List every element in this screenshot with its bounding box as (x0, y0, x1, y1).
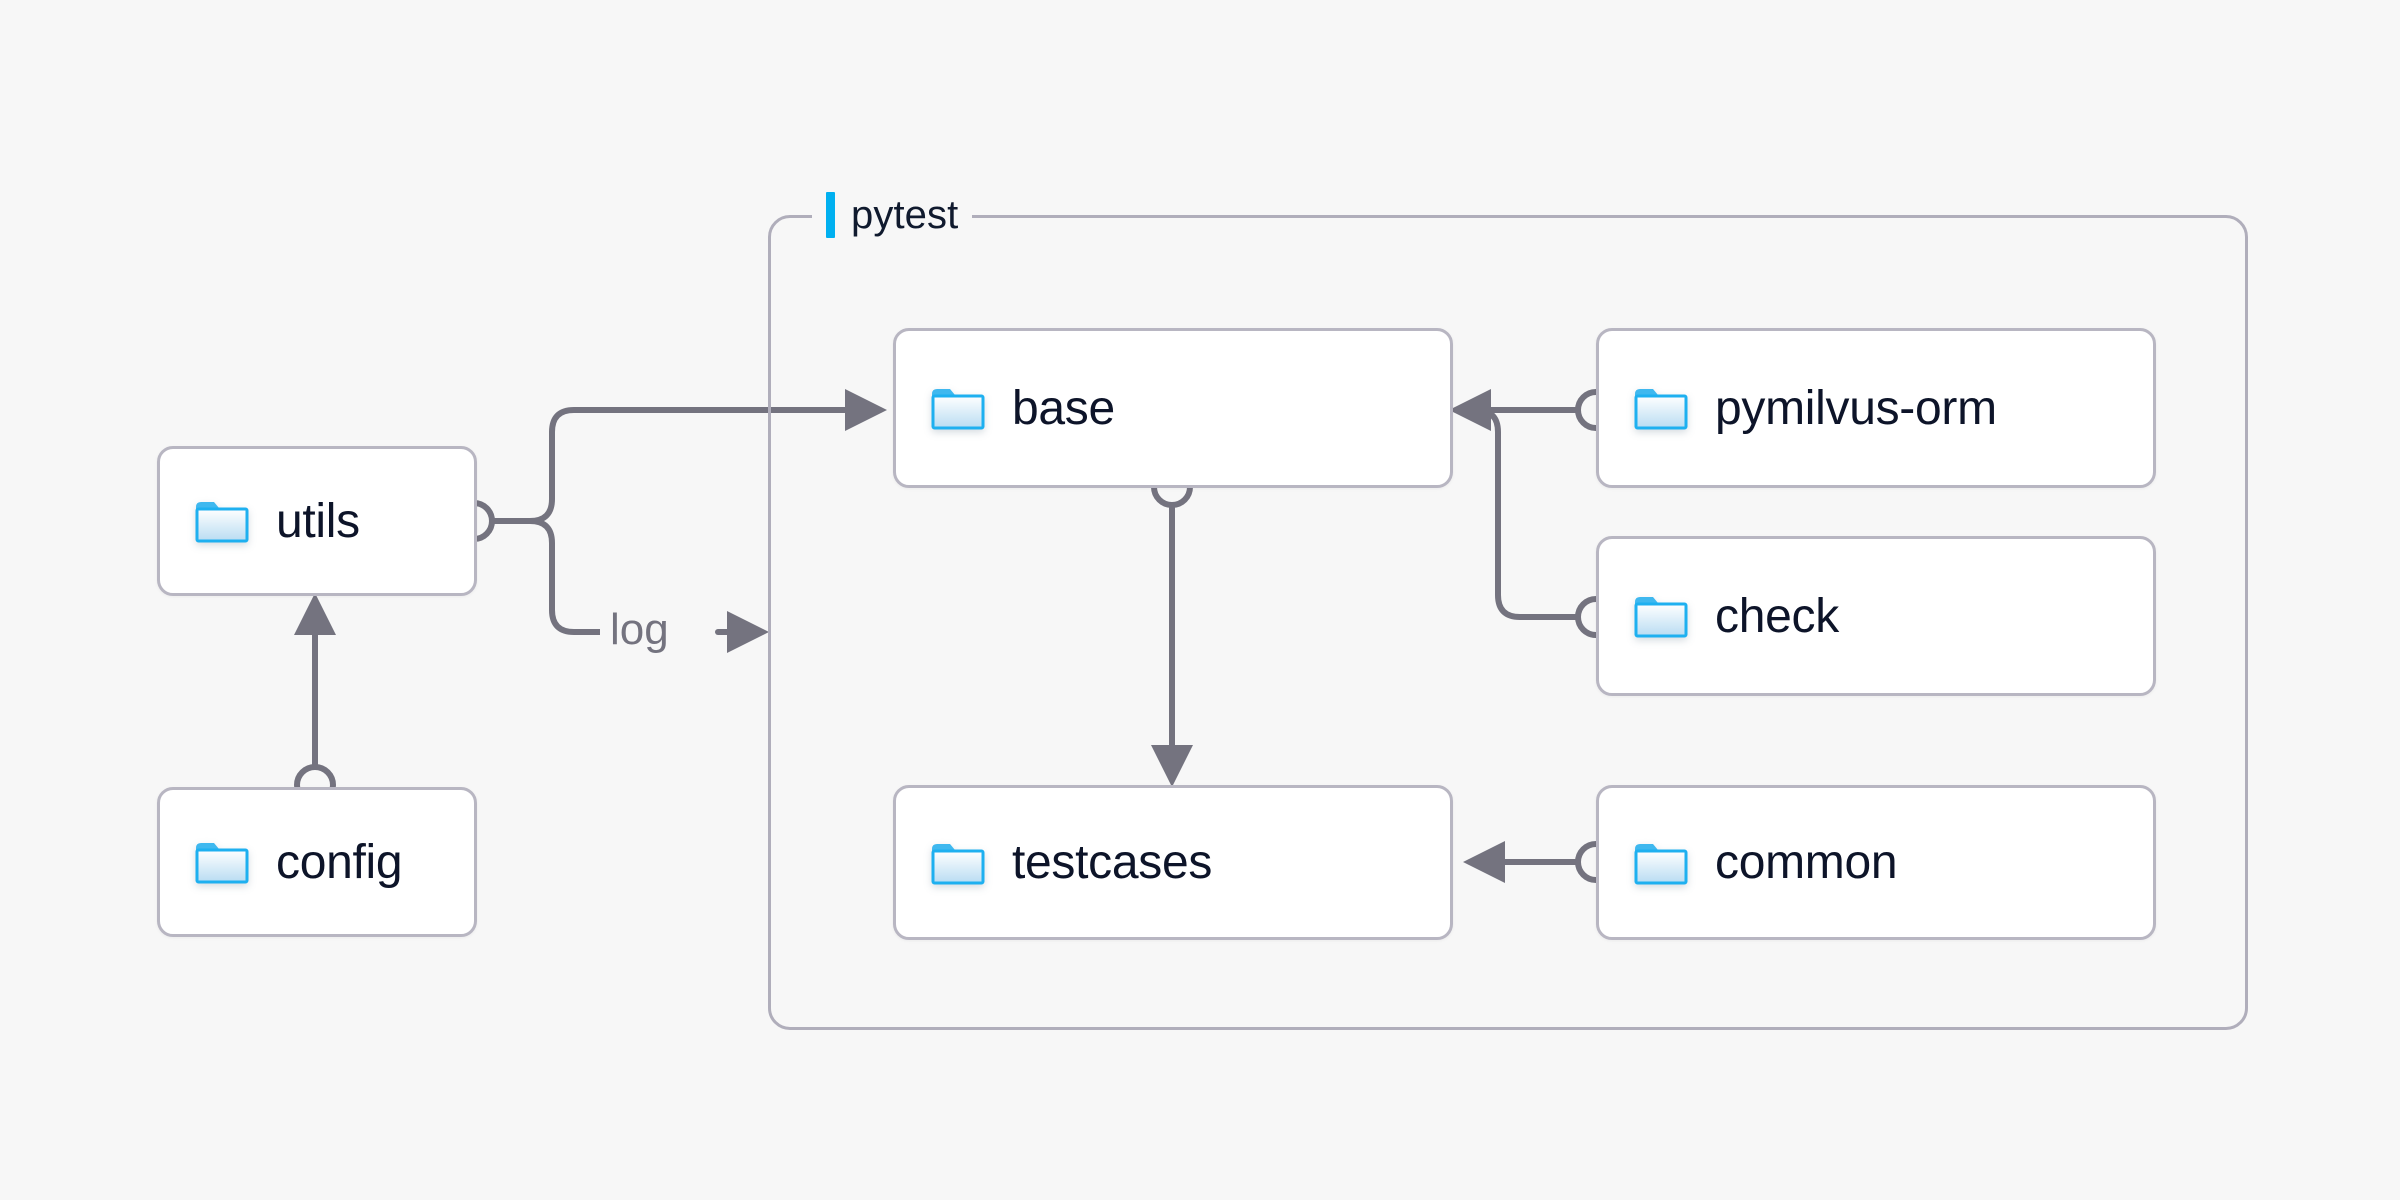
node-pymilvus-orm[interactable]: pymilvus-orm (1596, 328, 2156, 488)
folder-icon (1633, 593, 1689, 639)
folder-icon (194, 498, 250, 544)
folder-icon (930, 385, 986, 431)
node-label: testcases (1012, 836, 1213, 889)
node-testcases[interactable]: testcases (893, 785, 1453, 940)
folder-icon (1633, 840, 1689, 886)
node-label: check (1715, 589, 1839, 643)
folder-icon (930, 840, 986, 886)
node-check[interactable]: check (1596, 536, 2156, 696)
pytest-group-label: pytest (812, 188, 973, 242)
folder-icon (194, 839, 250, 885)
pytest-group-title: pytest (851, 192, 959, 237)
node-config[interactable]: config (157, 787, 477, 937)
folder-icon (1633, 385, 1689, 431)
edge-label-log: log (600, 608, 679, 652)
edge-utils-to-log (489, 518, 603, 635)
node-common[interactable]: common (1596, 785, 2156, 940)
accent-bar-icon (826, 192, 835, 238)
pytest-group-container[interactable] (768, 215, 2248, 1030)
node-label: config (276, 835, 403, 889)
node-utils[interactable]: utils (157, 446, 477, 596)
node-label: pymilvus-orm (1715, 381, 1997, 435)
node-label: utils (276, 494, 360, 548)
node-base[interactable]: base (893, 328, 1453, 488)
node-label: common (1715, 836, 1898, 889)
node-label: base (1012, 381, 1115, 435)
